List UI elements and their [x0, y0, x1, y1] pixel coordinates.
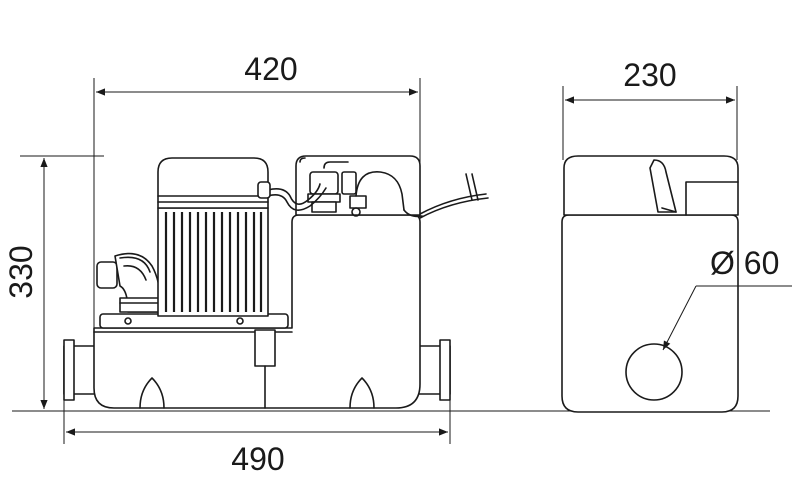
right-foot-drop: [349, 377, 375, 409]
motor-cap: [157, 157, 269, 209]
dimension-label-490: 490: [231, 441, 284, 477]
elbow-fitting: [96, 252, 167, 313]
dimension-230: 230: [562, 57, 738, 160]
outlet-circle: [625, 343, 683, 401]
hose-connector: [257, 181, 271, 199]
flange-bolt: [236, 317, 244, 325]
side-view-unit: [561, 155, 739, 413]
power-cable: [355, 171, 489, 219]
side-tank-lid: [563, 155, 739, 216]
left-foot-drop: [139, 377, 165, 409]
side-pipe: [649, 159, 677, 213]
lid-fittings: [307, 161, 367, 217]
right-inlet-pipe: [417, 339, 451, 401]
dimension-label-diameter: Ø 60: [710, 245, 779, 281]
front-view-unit: [63, 155, 489, 409]
dimension-diameter-60: Ø 60: [662, 245, 792, 351]
dimension-label-420: 420: [244, 51, 297, 87]
flange-bolt: [124, 317, 132, 325]
dimension-490: 490: [63, 400, 451, 477]
centre-drain-pipe: [254, 329, 276, 409]
cooling-fins: [164, 212, 263, 312]
side-lid-shoulder: [685, 181, 739, 216]
left-inlet-pipe: [63, 339, 97, 401]
tank-body: [93, 214, 421, 409]
dimension-label-330: 330: [3, 245, 39, 298]
motor-housing: [157, 207, 269, 317]
connecting-hose: [267, 183, 321, 205]
dimension-330: 330: [3, 155, 104, 409]
dimension-label-230: 230: [623, 57, 676, 93]
dimension-420: 420: [93, 51, 421, 330]
